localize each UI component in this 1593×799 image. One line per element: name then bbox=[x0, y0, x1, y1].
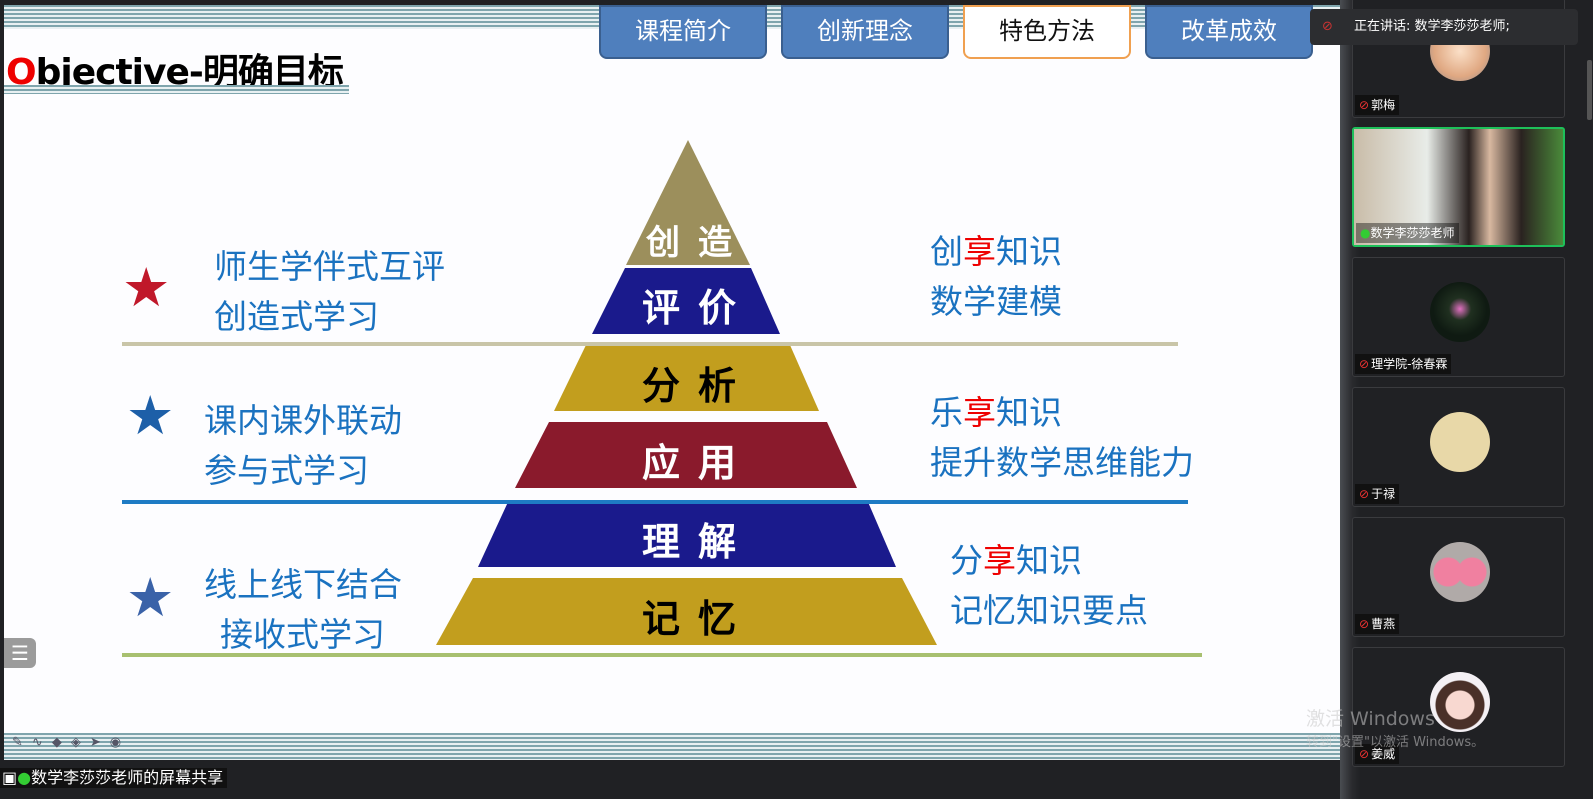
name-text: 理学院-徐春霖 bbox=[1371, 357, 1448, 371]
mic-muted-icon: ⊘ bbox=[1359, 617, 1370, 631]
r1c: 知识 bbox=[996, 232, 1062, 271]
pointer-icon[interactable]: ➤ bbox=[89, 735, 110, 750]
bottom-stripe bbox=[4, 733, 1340, 760]
windows-watermark-sub: 转到"设置"以激活 Windows。 bbox=[1306, 735, 1485, 750]
pyramid-layer-understand bbox=[478, 502, 896, 567]
r2b: 享 bbox=[963, 393, 996, 432]
name-text: 郭梅 bbox=[1371, 98, 1396, 112]
pyramid bbox=[436, 140, 937, 645]
speaking-text: 正在讲话: 数学李莎莎老师; bbox=[1354, 19, 1510, 34]
star-icon: ★ bbox=[122, 256, 171, 319]
participant-tile-video[interactable]: ●数学李莎莎老师 bbox=[1352, 127, 1565, 247]
divider-3 bbox=[122, 653, 1202, 657]
divider-1 bbox=[122, 342, 1178, 346]
mic-muted-icon: ⊘ bbox=[1359, 98, 1370, 112]
mic-muted-icon: ⊘ bbox=[1359, 747, 1370, 761]
participant-name: ⊘姜威 bbox=[1355, 744, 1400, 764]
left-1-line1: 师生学伴式互评 bbox=[214, 247, 445, 286]
participant-tile[interactable]: ⊘曹燕 bbox=[1352, 517, 1565, 637]
participant-name: ⊘于禄 bbox=[1355, 484, 1400, 504]
participant-name: ⊘理学院-徐春霖 bbox=[1355, 354, 1452, 374]
left-1-line2: 创造式学习 bbox=[214, 297, 379, 336]
screen-share-label: ▣●数学李莎莎老师的屏幕共享 bbox=[0, 768, 228, 788]
tab-results[interactable]: 改革成效 bbox=[1145, 5, 1313, 59]
pen-icon[interactable]: ✎ bbox=[12, 735, 32, 750]
record-icon[interactable]: ◉ bbox=[109, 735, 131, 750]
star-icon: ★ bbox=[126, 384, 175, 447]
r2c: 知识 bbox=[996, 393, 1062, 432]
participant-tile[interactable]: ⊘于禄 bbox=[1352, 387, 1565, 507]
video-feed bbox=[1354, 129, 1563, 245]
pyramid-layer-analyze bbox=[554, 345, 819, 411]
mic-muted-icon: ⊘ bbox=[1359, 487, 1370, 501]
pyramid-layer-create bbox=[626, 140, 750, 265]
mic-icon: ● bbox=[17, 768, 32, 787]
name-text: 姜威 bbox=[1371, 747, 1396, 761]
label-apply: 应用 bbox=[641, 441, 754, 485]
r3c: 知识 bbox=[1016, 541, 1082, 580]
right-text-1: 创享知识数学建模 bbox=[930, 227, 1062, 327]
pyramid-layer-evaluate bbox=[592, 268, 780, 334]
r3b: 享 bbox=[983, 541, 1016, 580]
tab-innovation[interactable]: 创新理念 bbox=[781, 5, 949, 59]
windows-watermark: 激活 Windows bbox=[1306, 708, 1435, 730]
left-3-line2: 接收式学习 bbox=[220, 615, 385, 654]
right-2-line2: 提升数学思维能力 bbox=[930, 443, 1194, 482]
title-underline bbox=[4, 85, 349, 94]
pyramid-layer-apply bbox=[515, 422, 857, 488]
share-label-text: 数学李莎莎老师的屏幕共享 bbox=[31, 768, 224, 787]
shared-slide: Objective-明确目标 课程简介 创新理念 特色方法 改革成效 创造 评价… bbox=[4, 5, 1340, 760]
r2a: 乐 bbox=[930, 393, 963, 432]
left-2-line1: 课内课外联动 bbox=[204, 401, 402, 440]
label-understand: 理解 bbox=[641, 520, 754, 564]
label-remember: 记忆 bbox=[641, 597, 754, 641]
eraser-icon[interactable]: ◈ bbox=[70, 735, 90, 750]
label-evaluate: 评价 bbox=[641, 286, 754, 330]
name-text: 曹燕 bbox=[1371, 617, 1396, 631]
participant-name: ⊘郭梅 bbox=[1355, 95, 1400, 115]
participant-panel: ⊘郭梅 ●数学李莎莎老师 ⊘理学院-徐春霖 ⊘于禄 ⊘曹燕 ⊘姜威 bbox=[1340, 0, 1593, 799]
panel-scrollbar[interactable] bbox=[1587, 60, 1592, 120]
slide-menu-button[interactable]: ☰ bbox=[4, 638, 36, 668]
label-create: 创造 bbox=[646, 223, 750, 263]
right-1-line2: 数学建模 bbox=[930, 282, 1062, 321]
left-text-2: 课内课外联动参与式学习 bbox=[204, 396, 402, 496]
name-text: 数学李莎莎老师 bbox=[1370, 226, 1455, 240]
pyramid-layer-remember bbox=[436, 578, 937, 645]
right-text-2: 乐享知识提升数学思维能力 bbox=[930, 388, 1194, 488]
right-text-3: 分享知识记忆知识要点 bbox=[950, 536, 1148, 636]
r1b: 享 bbox=[963, 232, 996, 271]
highlighter-icon[interactable]: ◆ bbox=[51, 735, 71, 750]
r1a: 创 bbox=[930, 232, 963, 271]
curve-icon[interactable]: ∿ bbox=[31, 735, 52, 750]
tab-course-intro[interactable]: 课程简介 bbox=[599, 5, 767, 59]
avatar bbox=[1430, 542, 1490, 602]
r3a: 分 bbox=[950, 541, 983, 580]
share-icon: ▣ bbox=[2, 768, 18, 787]
name-text: 于禄 bbox=[1371, 487, 1396, 501]
left-text-3: 线上线下结合接收式学习 bbox=[204, 560, 402, 660]
participant-name: ●数学李莎莎老师 bbox=[1356, 223, 1459, 243]
avatar bbox=[1430, 282, 1490, 342]
participant-tile[interactable]: ⊘理学院-徐春霖 bbox=[1352, 257, 1565, 377]
left-3-line1: 线上线下结合 bbox=[204, 565, 402, 604]
label-analyze: 分析 bbox=[641, 364, 754, 408]
left-text-1: 师生学伴式互评创造式学习 bbox=[214, 242, 445, 342]
annotation-toolbar: ✎∿◆◈➤◉ bbox=[12, 735, 130, 750]
tab-features[interactable]: 特色方法 bbox=[963, 5, 1131, 59]
participant-tile[interactable]: ⊘姜威 bbox=[1352, 647, 1565, 767]
left-2-line2: 参与式学习 bbox=[204, 451, 369, 490]
participant-name: ⊘曹燕 bbox=[1355, 614, 1400, 634]
mic-active-icon: ● bbox=[1360, 226, 1371, 240]
star-icon: ★ bbox=[126, 566, 175, 629]
right-3-line2: 记忆知识要点 bbox=[950, 591, 1148, 630]
divider-2 bbox=[122, 500, 1188, 504]
avatar bbox=[1430, 672, 1490, 732]
mic-muted-icon: ⊘ bbox=[1359, 357, 1370, 371]
mic-muted-icon: ⊘ bbox=[1322, 19, 1333, 34]
avatar bbox=[1430, 412, 1490, 472]
speaking-indicator: ⊘ 正在讲话: 数学李莎莎老师; bbox=[1310, 9, 1578, 45]
